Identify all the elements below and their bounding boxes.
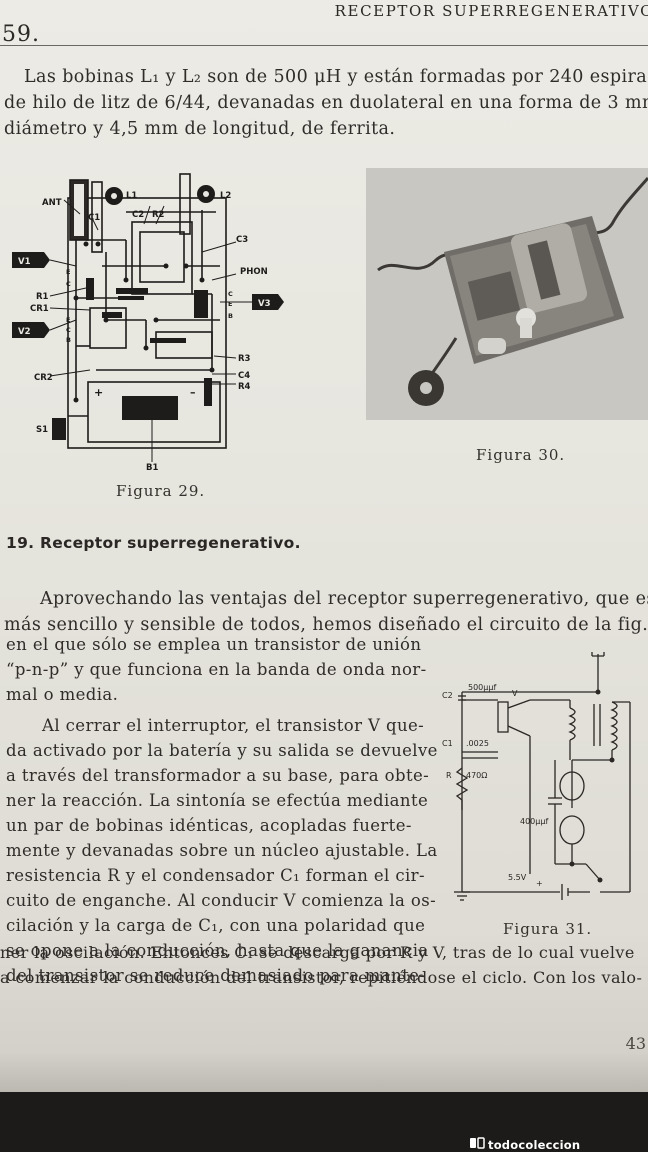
label-r3: R3	[238, 354, 251, 364]
text-line: diámetro y 4,5 mm de longitud, de ferrit…	[4, 119, 396, 139]
label-phon: PHON	[240, 267, 268, 277]
figure-31-caption: Figura 31.	[503, 920, 593, 938]
running-title: RECEPTOR SUPERREGENERATIVO	[334, 2, 648, 20]
label-cr2: CR2	[34, 373, 53, 383]
label-c2-value: 500μμf	[468, 683, 496, 692]
label-e: E	[66, 268, 70, 276]
figure-31-schematic: C2 500μμf V C1 .0025 R 470Ω 400μμf 5.5V …	[442, 652, 631, 901]
text-line: ner la reacción. La sintonía se efectúa …	[6, 791, 429, 810]
text-line: en el que sólo se emplea un transistor d…	[6, 635, 422, 654]
label-c: C	[66, 280, 71, 288]
label-s1: S1	[36, 425, 48, 435]
label-l1: L1	[126, 191, 137, 201]
label-c4: C4	[238, 371, 250, 381]
watermark-text: todocoleccion	[488, 1138, 581, 1152]
label-plus: +	[94, 386, 103, 399]
label-b1: B1	[146, 463, 158, 470]
watermark-bar	[0, 1092, 648, 1152]
text-line: de hilo de litz de 6/44, devanadas en du…	[4, 93, 648, 113]
label-cr1: CR1	[30, 304, 49, 314]
intro-paragraph: Las bobinas L₁ y L₂ son de 500 μH y está…	[4, 64, 648, 142]
label-v3: V3	[258, 299, 271, 309]
label-r2: R2	[152, 210, 165, 220]
text-line: a través del transformador a su base, pa…	[6, 766, 430, 785]
figure-30-photo	[366, 168, 648, 420]
label-c1: C1	[88, 213, 100, 223]
label-battery: 5.5V	[508, 873, 527, 882]
page-number: 43	[625, 1034, 646, 1053]
text-line: cuito de enganche. Al conducir V comienz…	[6, 891, 437, 910]
label-r: R	[446, 771, 452, 780]
label-c2: C2	[442, 691, 453, 700]
page-number-fragment: 59.	[2, 22, 40, 47]
label-v: V	[512, 689, 518, 698]
label-v2: V2	[18, 327, 31, 337]
text-line: da activado por la batería y su salida s…	[6, 741, 438, 760]
label-c1-value: .0025	[466, 739, 489, 748]
running-header: 59. RECEPTOR SUPERREGENERATIVO	[0, 0, 648, 47]
label-r4: R4	[238, 382, 251, 392]
label-c3: C3	[236, 235, 248, 245]
text-line: del transistor se reduce demasiado para …	[6, 966, 426, 985]
text-line: se opone a la conducción, hasta que la g…	[6, 941, 429, 960]
body-paragraph: Aprovechando las ventajas del receptor s…	[4, 586, 648, 638]
text-line: resistencia R y el condensador C₁ forman…	[6, 866, 425, 885]
book-page: 59. RECEPTOR SUPERREGENERATIVO Las bobin…	[0, 0, 648, 1092]
text-line: “p-n-p” y que funciona en la banda de on…	[6, 660, 427, 679]
label-r1: R1	[36, 292, 49, 302]
body-paragraph-narrow: en el que sólo se emplea un transistor d…	[6, 632, 438, 988]
label-v1: V1	[18, 257, 31, 267]
text-line: Aprovechando las ventajas del receptor s…	[40, 589, 648, 609]
label-plus: +	[536, 879, 543, 888]
label-ant: ANT	[42, 198, 62, 208]
label-e: E	[228, 300, 232, 308]
body-paragraph-wide: ner la oscilación. Entonces C₁ se descar…	[0, 940, 642, 990]
text-line: Al cerrar el interruptor, el transistor …	[42, 716, 425, 735]
figure-29-pcb-layout: ANT C1 L1 L2 C2 R2 C3 PHON R1 CR1 CR2 R3…	[12, 173, 284, 470]
text-line: a comenzar la conducción del transistor,…	[0, 968, 643, 987]
todocoleccion-logo-icon	[470, 1137, 485, 1149]
text-line: ner la oscilación. Entonces C₁ se descar…	[0, 943, 635, 962]
figure-29-caption: Figura 29.	[116, 482, 206, 500]
label-c: C	[66, 326, 71, 334]
label-b: B	[66, 336, 71, 344]
label-e: E	[66, 316, 70, 324]
label-c1: C1	[442, 739, 453, 748]
text-line: más sencillo y sensible de todos, hemos …	[4, 615, 648, 635]
text-line: cilación y la carga de C₁, con una polar…	[6, 916, 426, 935]
text-line: un par de bobinas idénticas, acopladas f…	[6, 816, 412, 835]
label-l2: L2	[220, 191, 231, 201]
label-cap-value: 400μμf	[520, 817, 548, 826]
label-r-value: 470Ω	[466, 771, 487, 780]
text-line: mal o media.	[6, 685, 119, 704]
label-minus: –	[190, 386, 196, 399]
figure-30-caption: Figura 30.	[476, 446, 566, 464]
label-b: B	[228, 312, 233, 320]
text-line: mente y devanadas sobre un núcleo ajusta…	[6, 841, 438, 860]
label-c2: C2	[132, 210, 144, 220]
section-heading: 19. Receptor superregenerativo.	[6, 534, 301, 552]
text-line: Las bobinas L₁ y L₂ son de 500 μH y está…	[24, 67, 648, 87]
label-c: C	[228, 290, 233, 298]
